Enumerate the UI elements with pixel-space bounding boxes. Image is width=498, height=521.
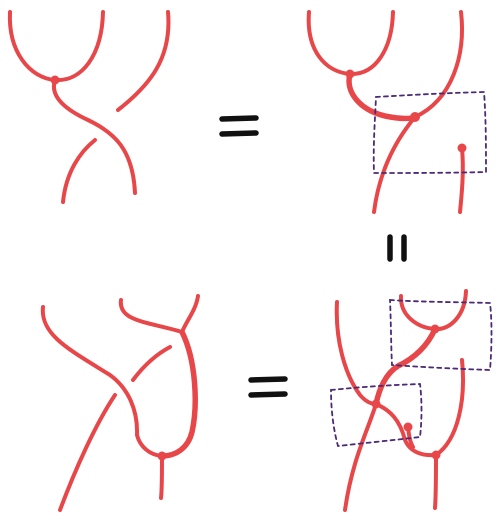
junction-dot-top-box (430, 324, 440, 334)
junction-dot-bottom (431, 450, 441, 460)
stem-strand (159, 454, 164, 500)
inner-under-strand-upper (131, 345, 172, 382)
merged-strand (346, 71, 418, 122)
junction-dot-upper (345, 69, 355, 79)
panel-top-right (306, 10, 487, 214)
cup-strand (306, 10, 395, 77)
dashed-box-upper (389, 299, 493, 371)
panel-top-left (7, 10, 171, 204)
junction-dot (157, 451, 167, 461)
right-tall-strand (434, 358, 465, 457)
endpoint-dot (457, 143, 467, 153)
upper-right-strand (118, 298, 184, 334)
panel-bottom-left (40, 294, 200, 512)
equals-sign-vertical (387, 234, 407, 262)
right-tall-strand (413, 10, 464, 119)
cup-strand (7, 10, 105, 83)
panel-bottom-right (330, 289, 493, 512)
lower-left-strand (343, 402, 378, 512)
dashed-box-lower (330, 383, 423, 447)
right-loop-strand (159, 329, 198, 459)
bottom-stem-strand (433, 453, 438, 510)
under-strand-lower (61, 138, 97, 204)
middle-strand (374, 402, 438, 458)
lower-right-strand (458, 146, 465, 214)
left-tall-strand (334, 300, 378, 406)
left-strand (40, 305, 164, 458)
upper-cup-strand (398, 289, 468, 331)
dashed-box (372, 91, 487, 174)
junction-dot-box (410, 112, 420, 122)
junction-dot-left-box (371, 399, 381, 409)
junction-dot (50, 75, 60, 85)
over-strand (51, 78, 137, 195)
long-diagonal-strand (58, 393, 117, 512)
equals-sign-bottom (248, 376, 288, 398)
endpoint-dot (403, 422, 413, 432)
under-strand-upper (116, 10, 171, 112)
lower-left-strand (372, 115, 417, 214)
equals-sign-top (219, 115, 259, 137)
top-right-strand (180, 294, 200, 334)
